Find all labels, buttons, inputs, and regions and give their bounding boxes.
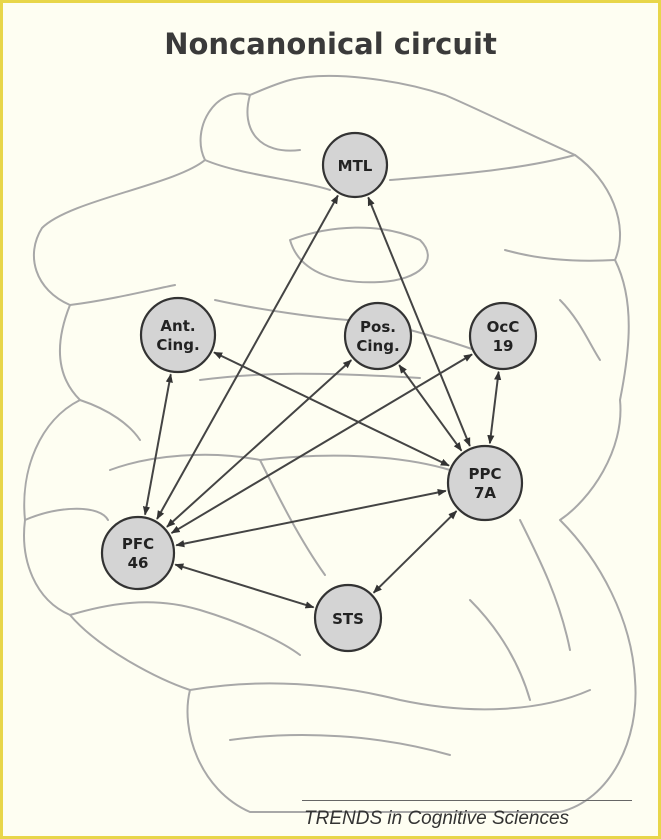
node-ppc-label-1: PPC xyxy=(469,465,502,483)
credit-divider xyxy=(302,800,632,801)
node-occ-19[interactable]: OcC 19 xyxy=(470,303,536,369)
source-credit: TRENDS in Cognitive Sciences xyxy=(304,808,569,830)
node-pfc-46[interactable]: PFC 46 xyxy=(102,517,174,589)
connections xyxy=(145,196,499,608)
node-ppc-7a[interactable]: PPC 7A xyxy=(448,446,522,520)
node-pos-cing[interactable]: Pos. Cing. xyxy=(345,303,411,369)
node-occ-label-1: OcC xyxy=(487,318,520,336)
node-pos-cing-label-2: Cing. xyxy=(356,337,399,355)
node-pos-cing-label-1: Pos. xyxy=(360,318,396,336)
edge-antcing-ppc xyxy=(214,352,449,465)
edge-occ-pfc xyxy=(172,354,473,533)
edge-occ-ppc xyxy=(490,372,499,444)
node-mtl[interactable]: MTL xyxy=(323,133,387,197)
node-pfc-label-2: 46 xyxy=(128,554,149,572)
node-ant-cing-label-1: Ant. xyxy=(160,317,195,335)
edge-ppc-sts xyxy=(374,511,457,593)
edge-ppc-pfc xyxy=(176,491,446,545)
edge-pfc-sts xyxy=(175,565,313,608)
node-ppc-label-2: 7A xyxy=(474,484,496,502)
node-ant-cing[interactable]: Ant. Cing. xyxy=(141,298,215,372)
edge-antcing-pfc xyxy=(145,374,171,514)
node-mtl-label: MTL xyxy=(338,157,373,175)
edge-poscing-ppc xyxy=(399,365,461,451)
node-ant-cing-label-2: Cing. xyxy=(156,336,199,354)
node-pfc-label-1: PFC xyxy=(122,535,154,553)
node-sts[interactable]: STS xyxy=(315,585,381,651)
node-occ-label-2: 19 xyxy=(493,337,514,355)
node-sts-label: STS xyxy=(332,610,364,628)
